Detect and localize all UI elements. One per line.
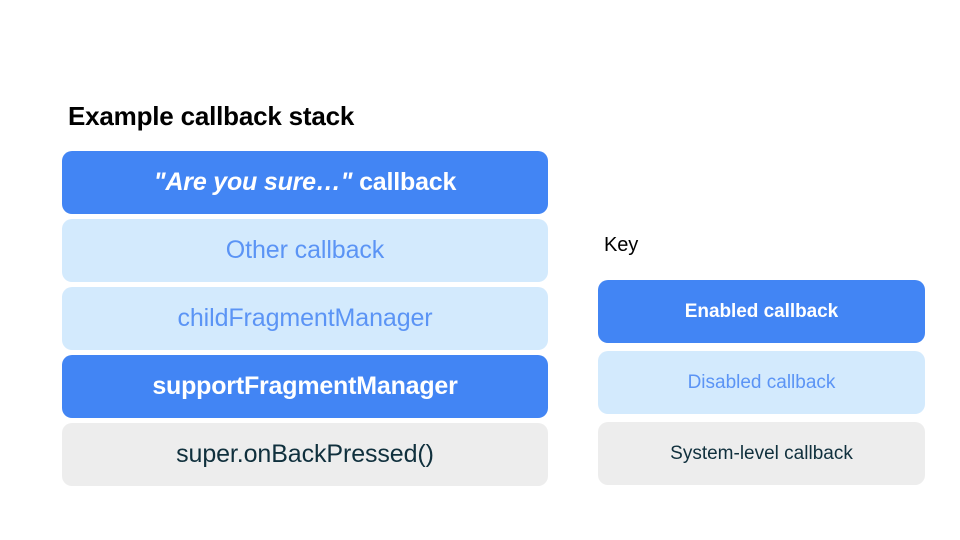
key-title: Key xyxy=(604,234,639,256)
callback-stack-list: "Are you sure…" callback Other callback … xyxy=(62,151,548,486)
key-item-label: System-level callback xyxy=(670,442,853,464)
stack-item-super-on-back-pressed: super.onBackPressed() xyxy=(62,423,548,486)
stack-item-are-you-sure-callback: "Are you sure…" callback xyxy=(62,151,548,214)
key-item-disabled-callback: Disabled callback xyxy=(598,351,925,414)
stack-item-other-callback: Other callback xyxy=(62,219,548,282)
stack-item-label-quoted: "Are you sure…" xyxy=(153,168,353,196)
key-item-label: Enabled callback xyxy=(684,300,839,322)
key-item-label: Disabled callback xyxy=(687,371,836,393)
key-item-enabled-callback: Enabled callback xyxy=(598,280,925,343)
callback-stack-section: Example callback stack "Are you sure…" c… xyxy=(62,100,548,486)
page-title: Example callback stack xyxy=(68,101,355,131)
key-list: Enabled callback Disabled callback Syste… xyxy=(598,280,925,485)
stack-item-label: Other callback xyxy=(225,236,385,264)
key-item-system-level-callback: System-level callback xyxy=(598,422,925,485)
stack-item-label: "Are you sure…" callback xyxy=(153,168,457,197)
stack-item-label: childFragmentManager xyxy=(177,304,433,332)
stack-item-support-fragment-manager: supportFragmentManager xyxy=(62,355,548,418)
stack-item-label: supportFragmentManager xyxy=(152,372,458,400)
stack-item-child-fragment-manager: childFragmentManager xyxy=(62,287,548,350)
stack-item-label: super.onBackPressed() xyxy=(176,440,434,468)
stack-item-label-suffix: callback xyxy=(359,168,457,196)
key-section: Key Enabled callback Disabled callback S… xyxy=(598,232,925,485)
